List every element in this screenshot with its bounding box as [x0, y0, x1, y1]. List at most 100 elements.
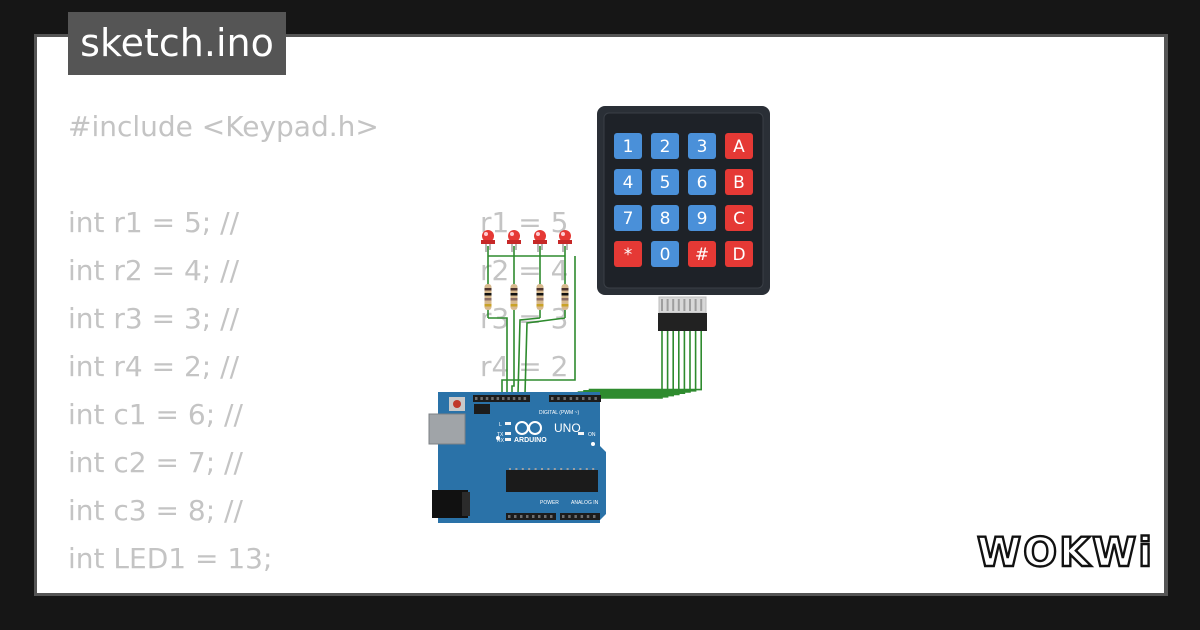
keypad-key-cap: [614, 133, 642, 159]
connector-pin: [661, 299, 663, 311]
chip-pin: [509, 468, 511, 470]
keypad-key[interactable]: 3: [688, 133, 716, 159]
digital-header-label: DIGITAL (PWM ~): [539, 410, 579, 416]
keypad-key[interactable]: 6: [688, 169, 716, 195]
keypad-key-label: A: [733, 137, 745, 157]
keypad-key[interactable]: *: [614, 241, 642, 267]
chip-pin: [521, 468, 524, 470]
keypad-key-label: #: [695, 245, 709, 265]
resistor[interactable]: [510, 284, 518, 310]
keypad-key[interactable]: 9: [688, 205, 716, 231]
code-line: int c1 = 6; //: [68, 391, 379, 439]
file-tab[interactable]: sketch.ino: [68, 12, 286, 75]
keypad-key-cap: [725, 169, 753, 195]
code-text: #include <Keypad.h>: [68, 110, 379, 143]
keypad-key-label: 4: [623, 173, 634, 193]
wokwi-logo-icon: WOKWi: [976, 529, 1153, 577]
resistor[interactable]: [484, 284, 492, 310]
keypad-key[interactable]: C: [725, 205, 753, 231]
header-pin: [532, 515, 535, 518]
header-pin: [496, 397, 500, 400]
header-pin: [557, 397, 560, 400]
keypad-wire: [561, 331, 674, 397]
header-pin: [582, 397, 585, 400]
header-bottom-power: [506, 513, 556, 520]
keypad-key[interactable]: 1: [614, 133, 642, 159]
keypad-key[interactable]: #: [688, 241, 716, 267]
keypad-key-cap: [688, 169, 716, 195]
power-header-label: POWER: [540, 500, 559, 506]
arduino-logo-icon: [515, 421, 542, 435]
keypad-key-cap: [651, 241, 679, 267]
header-pin: [514, 515, 517, 518]
code-text: int r4 = 2; //: [68, 350, 240, 383]
keypad-key[interactable]: 5: [651, 169, 679, 195]
keypad-key[interactable]: A: [725, 133, 753, 159]
code-text: int c1 = 6; //: [68, 398, 243, 431]
l-led-label: L: [499, 422, 502, 428]
keypad-key[interactable]: 8: [651, 205, 679, 231]
resistor[interactable]: [536, 284, 544, 310]
code-comment: r2 = 4: [480, 254, 569, 287]
chip-pin: [515, 468, 518, 470]
code-line: int c2 = 7; //: [68, 439, 379, 487]
header-pin: [526, 515, 529, 518]
header-pin: [588, 397, 591, 400]
code-line: int LED2 = 12;: [68, 583, 379, 593]
header-pin: [593, 515, 596, 518]
keypad-key-label: 5: [660, 173, 671, 193]
keypad-key[interactable]: 4: [614, 169, 642, 195]
code-comment: r4 = 2: [480, 350, 569, 383]
header-pin: [568, 515, 571, 518]
keypad-key-label: 2: [660, 137, 671, 157]
keypad-key-cap: [614, 169, 642, 195]
keypad-key-label: 1: [623, 137, 634, 157]
keypad-key-label: 7: [623, 209, 634, 229]
keypad-key-cap: [651, 169, 679, 195]
keypad-key[interactable]: 2: [651, 133, 679, 159]
red-led[interactable]: [533, 230, 547, 252]
icsp-header: [474, 404, 490, 414]
keypad-key[interactable]: B: [725, 169, 753, 195]
code-text: int c2 = 7; //: [68, 446, 243, 479]
chip-pin: [560, 468, 563, 470]
keypad-key[interactable]: 7: [614, 205, 642, 231]
keypad-wire: [550, 331, 663, 399]
arduino-uno-board[interactable]: UNO ARDUINO DIGITAL (PWM ~) ANALOG IN PO…: [428, 392, 606, 523]
code-text: int r3 = 3; //: [68, 302, 240, 335]
header-pin: [562, 515, 565, 518]
keypad-key-cap: [725, 133, 753, 159]
chip-pin: [541, 468, 543, 470]
header-pin: [480, 397, 483, 400]
code-line: int r2 = 4; //r2 = 4: [68, 247, 568, 295]
file-tab-label: sketch.ino: [80, 21, 274, 65]
header-pin: [475, 397, 478, 400]
header-pin: [538, 515, 541, 518]
keypad-key-cap: [651, 205, 679, 231]
red-led[interactable]: [481, 230, 495, 252]
connector-pin: [700, 299, 703, 311]
chip-pin: [592, 468, 595, 470]
chip-pin: [534, 468, 537, 470]
keypad-key[interactable]: D: [725, 241, 753, 267]
header-pin: [575, 397, 579, 400]
keypad-key-label: 0: [660, 245, 671, 265]
red-led[interactable]: [507, 230, 521, 252]
header-pin: [507, 397, 510, 400]
board-brand-label: ARDUINO: [514, 437, 547, 444]
keypad-key[interactable]: 0: [651, 241, 679, 267]
header-pin: [523, 397, 527, 400]
wokwi-logo[interactable]: WOKWi: [975, 528, 1153, 580]
connector-pin: [666, 299, 669, 311]
red-led[interactable]: [558, 230, 572, 252]
atmega-chip: [506, 470, 598, 492]
code-line: int c3 = 8; //: [68, 487, 379, 535]
resistor[interactable]: [561, 284, 569, 310]
keypad-key-cap: [688, 133, 716, 159]
header-pin: [580, 515, 584, 518]
keypad-key-cap: [651, 133, 679, 159]
reset-button-cap: [453, 400, 461, 408]
leds: [481, 230, 572, 252]
